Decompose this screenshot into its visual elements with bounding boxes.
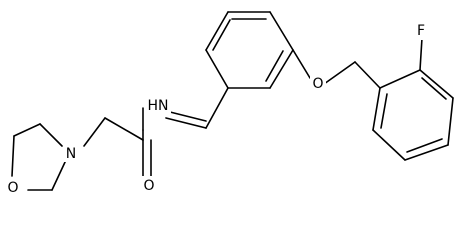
ether-oxygen-label: O xyxy=(312,76,323,92)
hydrazone-nh-label: HN xyxy=(148,98,169,114)
fluorobenzyl-ring xyxy=(372,37,454,161)
fluorine-label: F xyxy=(417,23,425,39)
morpholine-ring xyxy=(11,123,67,191)
structure-diagram: F O HN O N O xyxy=(5,11,454,196)
carbonyl-oxygen-label: O xyxy=(143,178,154,194)
ether-linkage xyxy=(292,49,381,89)
atom-labels: F O HN O N O xyxy=(5,22,428,196)
morpholine-nitrogen-label: N xyxy=(66,146,76,162)
central-benzene-ring xyxy=(205,11,294,89)
molecule-canvas: F O HN O N O xyxy=(5,11,454,196)
hydrazone-chain xyxy=(83,87,229,177)
morpholine-oxygen-label: O xyxy=(7,180,18,196)
